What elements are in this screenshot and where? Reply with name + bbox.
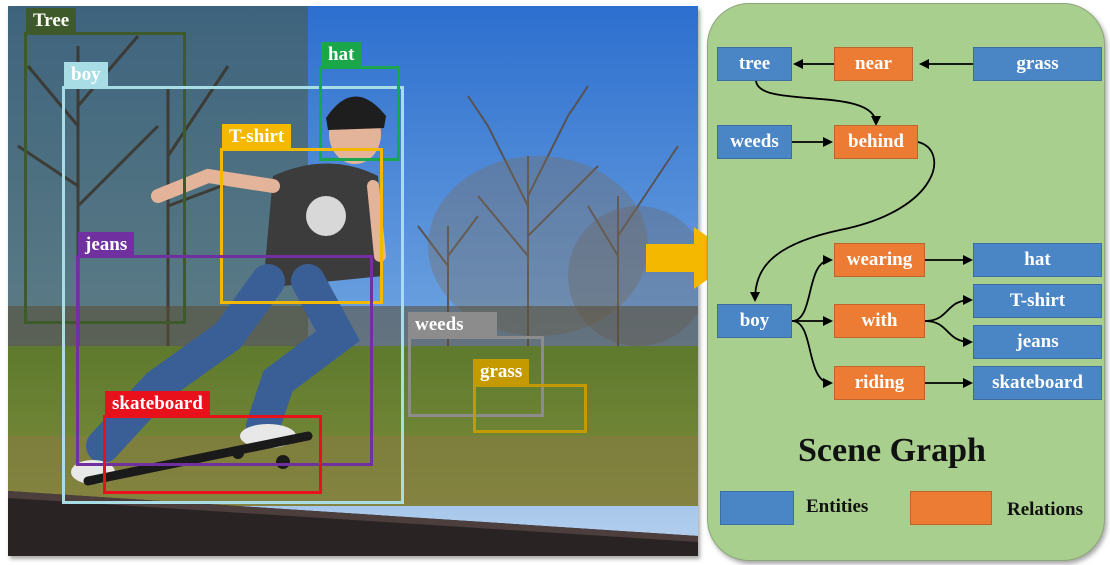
- scene-graph-title: Scene Graph: [798, 432, 986, 469]
- node-with: with: [834, 304, 925, 338]
- hat-label: hat: [321, 42, 362, 68]
- legend-entities-label: Entities: [806, 496, 869, 517]
- edge-tree-behind: [755, 79, 881, 126]
- weeds-label: weeds: [408, 312, 497, 338]
- node-riding: riding: [834, 366, 925, 400]
- jeans-box: [76, 255, 373, 466]
- edge-boy-riding: [791, 320, 833, 388]
- detection-photo: [8, 6, 698, 556]
- node-behind: behind: [834, 125, 918, 159]
- node-wearing: wearing: [834, 243, 925, 277]
- legend-relations-swatch: [910, 491, 992, 525]
- edge-boy-wearing: [791, 255, 833, 322]
- scene-graph-panel: [707, 3, 1105, 561]
- tshirt-label: T-shirt: [222, 124, 292, 150]
- grass-label: grass: [473, 359, 530, 385]
- edge-with-tshirt: [924, 295, 973, 322]
- node-skateboard: skateboard: [973, 366, 1102, 400]
- boy-box: [62, 86, 404, 504]
- legend-relations-label: Relations: [1007, 499, 1083, 520]
- edge-behind-boy: [750, 141, 935, 302]
- skateboard-label: skateboard: [105, 391, 210, 417]
- skateboard-box: [103, 415, 322, 494]
- node-jeans: jeans: [973, 325, 1102, 359]
- edge-with-jeans: [924, 320, 973, 347]
- jeans-label: jeans: [78, 232, 135, 258]
- node-tshirt: T-shirt: [973, 284, 1102, 318]
- legend-entities-swatch: [720, 491, 794, 525]
- node-near: near: [834, 47, 913, 81]
- photo-scene: [8, 6, 698, 556]
- node-hat: hat: [973, 243, 1102, 277]
- node-grass: grass: [973, 47, 1102, 81]
- node-boy: boy: [717, 304, 792, 338]
- grass-box: [473, 384, 587, 433]
- tree-box: [24, 32, 186, 324]
- tree-label: Tree: [26, 8, 77, 34]
- boy-label: boy: [64, 62, 108, 88]
- node-tree: tree: [717, 47, 792, 81]
- node-weeds: weeds: [717, 125, 792, 159]
- tshirt-box: [220, 148, 383, 304]
